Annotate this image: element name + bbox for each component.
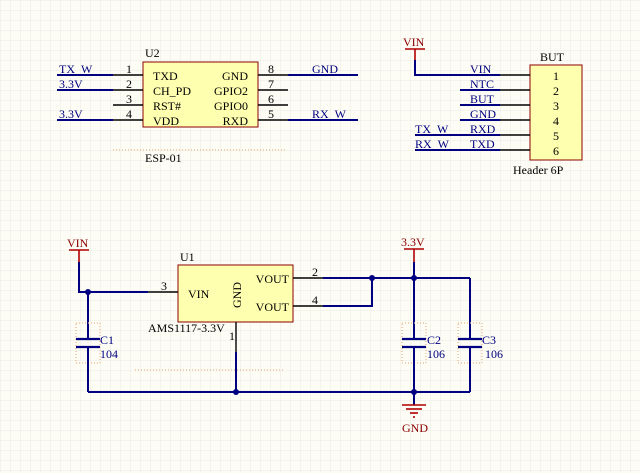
junction-gnd-regulator (233, 389, 239, 395)
esp01-pin-name-chpd: CH_PD (153, 84, 191, 98)
esp01-pin-name-rst: RST# (153, 99, 181, 113)
net-label-header-tx-w: TX_W (415, 122, 449, 136)
ams1117-pin-num-3: 3 (161, 279, 167, 293)
vin-label-bottom: VIN (67, 236, 89, 250)
header-pin-num-6: 6 (553, 144, 559, 158)
ground-symbol: GND (402, 404, 428, 435)
3v3-label: 3.3V (401, 235, 425, 249)
esp01-pin-num-8: 8 (268, 62, 274, 76)
wire-vin-header[interactable] (414, 60, 500, 76)
c2-designator: C2 (427, 333, 441, 347)
esp01-pin-name-gpio2: GPIO2 (214, 84, 248, 98)
vin-power-port-top: VIN (403, 35, 425, 60)
junction-vin (85, 289, 91, 295)
esp01-pin-name-gnd: GND (222, 69, 248, 83)
c1-value: 104 (100, 347, 118, 361)
ams1117-pin-name-gnd: GND (230, 282, 244, 308)
net-label-gnd-header: GND (470, 107, 496, 121)
net-label-rxd: RXD (470, 122, 496, 136)
esp01-pin-num-5: 5 (268, 107, 274, 121)
ams1117-pin-num-4: 4 (312, 293, 318, 307)
header-part: Header 6P (513, 163, 564, 177)
ams1117-pin-name-vin: VIN (188, 287, 210, 301)
3v3-power-port: 3.3V (401, 235, 425, 262)
esp01-pin-name-gpio0: GPIO0 (214, 99, 248, 113)
esp01-pin-num-3: 3 (126, 92, 132, 106)
header-pin-num-1: 1 (553, 69, 559, 83)
ams1117-pin-num-2: 2 (312, 265, 318, 279)
net-label-gnd-esp: GND (312, 62, 338, 76)
header-pin-num-3: 3 (553, 99, 559, 113)
ams1117-body (177, 264, 294, 323)
net-label-3v3-a: 3.3V (59, 77, 83, 91)
capacitor-c3[interactable]: C3 106 (457, 322, 503, 364)
net-label-3v3-b: 3.3V (59, 107, 83, 121)
ams1117-pin-num-1: 1 (229, 329, 235, 343)
junction-vout (369, 275, 375, 281)
junction-gnd-main (411, 389, 417, 395)
esp01-pin-name-vdd: VDD (153, 114, 179, 128)
esp01-pin-name-rxd: RXD (223, 114, 249, 128)
ams1117-designator: U1 (180, 250, 195, 264)
ams1117-part: AMS1117-3.3V (148, 321, 225, 335)
wire-vout2[interactable] (323, 278, 373, 307)
c2-value: 106 (427, 347, 445, 361)
esp01-pin-num-1: 1 (126, 62, 132, 76)
esp01-body (142, 61, 259, 128)
net-label-vin: VIN (470, 62, 492, 76)
net-label-rx-w: RX_W (312, 107, 347, 121)
wire-vin-regulator[interactable] (78, 262, 148, 293)
c1-designator: C1 (100, 333, 114, 347)
header-pin-num-4: 4 (553, 114, 559, 128)
net-label-ntc: NTC (470, 77, 494, 91)
header-pin-num-5: 5 (553, 129, 559, 143)
ams1117-pin-name-vout2: VOUT (256, 300, 290, 314)
junction-3v3 (411, 275, 417, 281)
header-designator: BUT (540, 50, 565, 64)
esp01-pin-num-4: 4 (126, 107, 132, 121)
header-pin-num-2: 2 (553, 84, 559, 98)
net-label-but: BUT (470, 92, 495, 106)
gnd-label: GND (402, 421, 428, 435)
esp01-module[interactable]: U2 ESP-01 1 2 3 4 TXD CH_PD RST# VDD 8 7… (113, 46, 288, 165)
net-label-header-rx-w: RX_W (415, 137, 450, 151)
c3-designator: C3 (482, 333, 496, 347)
vin-power-port-bottom: VIN (67, 236, 89, 262)
esp01-part: ESP-01 (145, 151, 182, 165)
header-body (529, 64, 583, 161)
ams1117-pin-name-vout1: VOUT (256, 272, 290, 286)
vin-label-top: VIN (403, 35, 425, 49)
esp01-designator: U2 (145, 46, 160, 60)
esp01-pin-name-txd: TXD (153, 69, 178, 83)
header-6p[interactable]: BUT Header 6P 1 2 3 4 5 6 (500, 50, 583, 177)
esp01-pin-num-2: 2 (126, 77, 132, 91)
c3-value: 106 (485, 347, 503, 361)
ams1117-regulator[interactable]: U1 AMS1117-3.3V VIN VOUT VOUT GND 3 2 4 … (135, 250, 323, 371)
net-label-txd: TXD (470, 137, 495, 151)
esp01-pin-num-6: 6 (268, 92, 274, 106)
net-label-tx-w: TX_W (59, 62, 93, 76)
esp01-pin-num-7: 7 (268, 77, 274, 91)
